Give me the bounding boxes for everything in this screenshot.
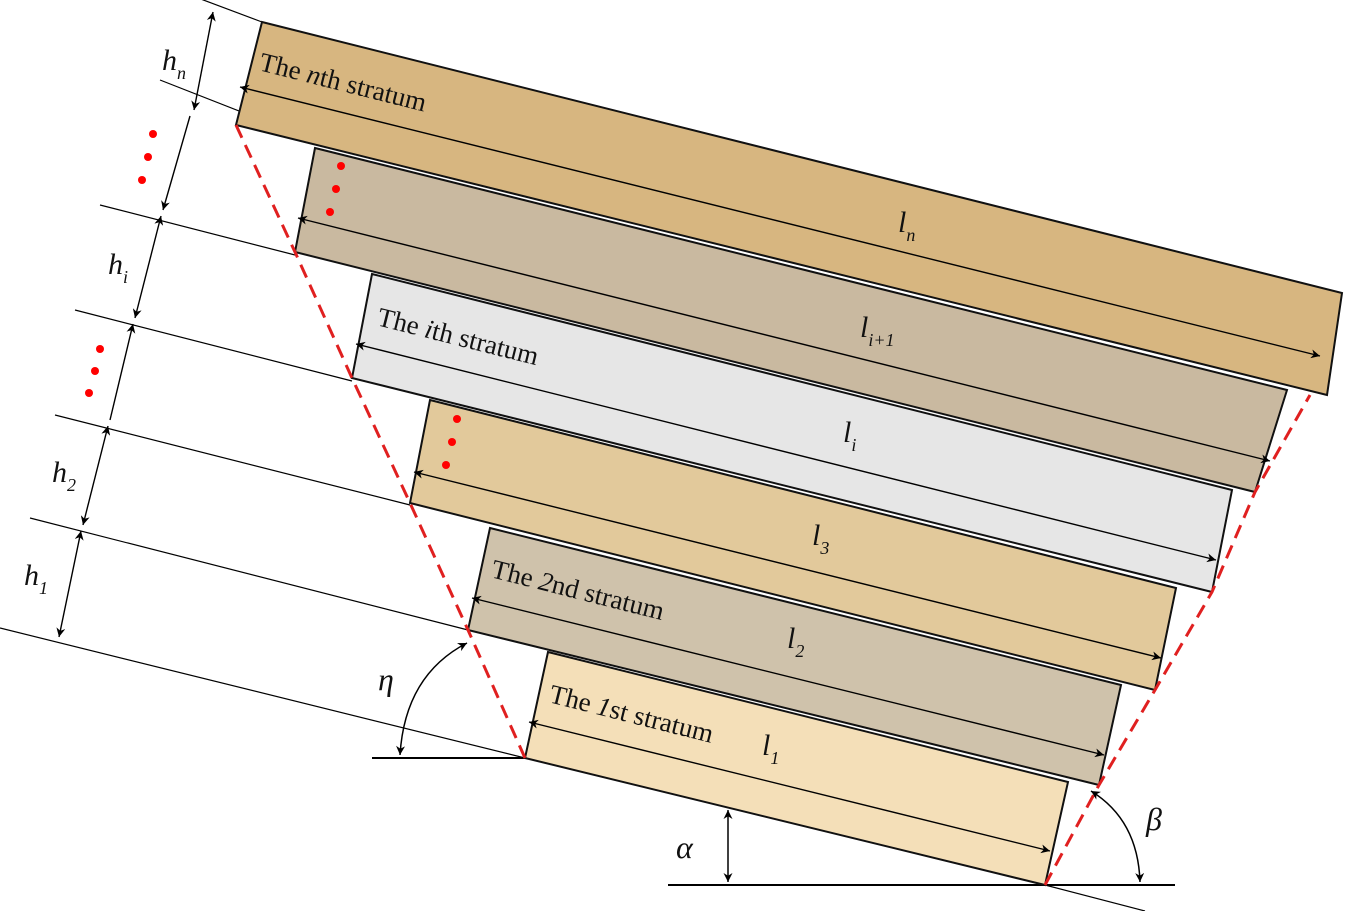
eta-label: η [378,661,394,697]
length-label-n: ln [898,206,915,245]
caving-boundaries [234,124,1312,886]
thickness-label-2: h2 [52,456,76,495]
length-label-i1: li+1 [860,311,895,350]
length-label-3: l3 [812,519,829,558]
left-boundary [234,124,527,759]
alpha-label: α [676,829,694,865]
beta-label: β [1145,801,1162,837]
length-label-2: l2 [787,622,804,661]
length-labels: ln li+1 li l3 l2 l1 [762,206,915,768]
right-boundary [1043,394,1312,886]
thickness-label-1: h1 [24,559,48,598]
angle-markers [396,642,1145,883]
eta-arc [396,642,468,756]
thickness-dimensions [56,11,216,638]
ellipsis-dots [85,130,461,469]
length-label-1: l1 [762,729,779,768]
thickness-labels: hn hi h2 h1 [24,44,186,598]
length-label-i: li [843,416,856,455]
thickness-label-i: hi [108,248,128,287]
beta-arc [1090,790,1145,883]
strata-layers [234,20,1344,887]
thickness-label-n: hn [162,44,186,83]
length-dimensions [239,84,1321,854]
